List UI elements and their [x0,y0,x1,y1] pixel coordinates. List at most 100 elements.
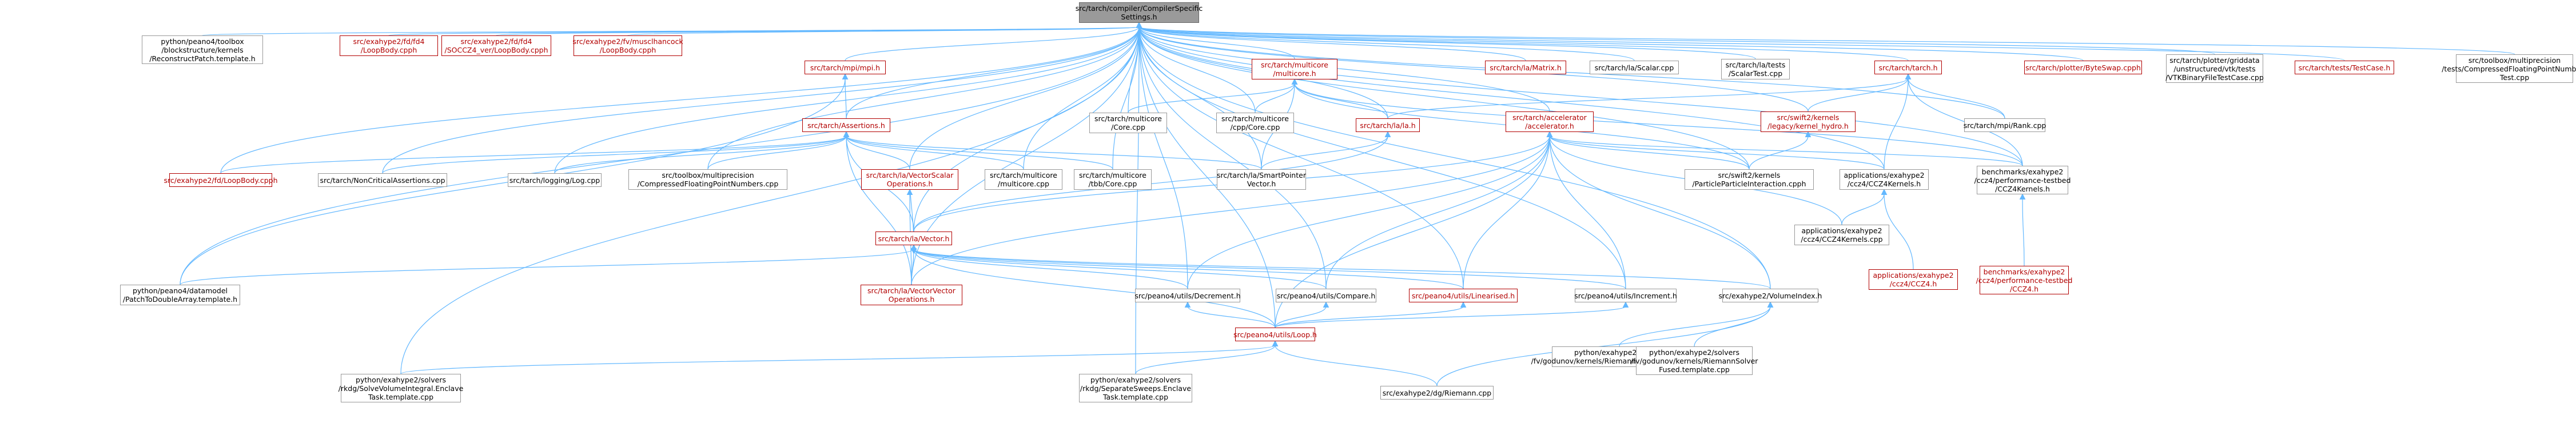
edge-loop-to-vectorh [910,244,1276,328]
graph-node-logcpp[interactable]: src/tarch/logging/Log.cpp [508,173,602,187]
graph-node-rkdgsep[interactable]: python/exahype2/solvers /rkdg/SeparateSw… [1079,374,1192,402]
edge-volumeindex-to-accel [1546,131,1771,289]
graph-node-particle[interactable]: src/swift2/kernels /ParticleParticleInte… [1685,169,1814,190]
edge-compare-to-accel [1325,131,1553,289]
graph-node-increment[interactable]: src/peano4/utils/Increment.h [1574,289,1677,302]
edge-patchdouble-to-root [180,22,1142,285]
edge-multicoreh-to-root [1136,22,1295,59]
edge-rkdgsep-to-loop [1135,340,1279,374]
graph-node-ccz4h[interactable]: applications/exahype2 /ccz4/CCZ4.h [1869,269,1958,290]
graph-node-musclhancock[interactable]: src/exahype2/fv/musclhancock /LoopBody.c… [572,35,683,56]
graph-node-linearised[interactable]: src/peano4/utils/Linearised.h [1409,289,1518,302]
edge-recon-to-root [202,22,1142,36]
edge-noncrit-to-root [382,22,1142,174]
graph-node-benchkh[interactable]: benchmarks/exahype2 /ccz4/performance-te… [1974,166,2071,194]
edge-matrix-to-root [1136,22,1526,61]
graph-node-rank[interactable]: src/tarch/mpi/Rank.cpp [1964,118,2046,132]
graph-node-corecpp[interactable]: src/tarch/multicore /Core.cpp [1089,113,1167,133]
graph-node-patchdouble[interactable]: python/peano4/datamodel /PatchToDoubleAr… [120,285,240,305]
edge-byteswap-to-root [1136,22,2084,61]
graph-node-fd4loop[interactable]: src/exahype2/fd/fd4 /LoopBody.cpph [340,35,438,56]
edge-compfloat-to-root [707,22,1142,170]
graph-node-lah[interactable]: src/tarch/la/la.h [1356,118,1420,132]
graph-node-assertions[interactable]: src/tarch/Assertions.h [802,118,890,132]
edge-vecvec-to-accel [911,131,1553,285]
graph-node-decrement[interactable]: src/peano4/utils/Decrement.h [1134,289,1241,302]
graph-node-recon[interactable]: python/peano4/toolbox /blockstructure/ke… [142,35,263,64]
graph-node-compfloattest[interactable]: src/toolbox/multiprecision /tests/Compre… [2442,54,2576,83]
graph-node-fd4soccz4[interactable]: src/exahype2/fd/fd4 /SOCCZ4_ver/LoopBody… [441,35,551,56]
edge-vecscalar-to-assertions [843,131,910,170]
edge-cppcore-to-multicoreh [1255,78,1298,113]
edge-fd4soccz4-to-root [496,22,1142,36]
edge-compare-to-root [1136,22,1327,289]
graph-node-riemanncpp[interactable]: src/exahype2/dg/Riemann.cpp [1380,386,1494,400]
graph-node-ccz4kh[interactable]: applications/exahype2 /ccz4/CCZ4Kernels.… [1840,169,1929,190]
graph-node-multicoreh[interactable]: src/tarch/multicore /multicore.h [1252,59,1337,79]
graph-node-ccz4kcpp[interactable]: applications/exahype2 /ccz4/CCZ4Kernels.… [1794,225,1889,245]
edge-rank-to-tarchh [1905,73,2005,119]
edge-scalarcpp-to-root [1136,22,1635,61]
edge-linearised-to-root [1136,22,1464,289]
edge-ccz4kcpp-to-ccz4kh [1841,189,1888,225]
edge-lah-to-multicoreh [1291,78,1388,119]
edge-testcase-to-root [1136,22,2345,61]
graph-node-matrix[interactable]: src/tarch/la/Matrix.h [1485,61,1566,74]
edge-cppcore-to-root [1136,22,1256,113]
edge-volumeindex-to-root [1136,22,1771,289]
edge-logcpp-to-assertions [554,131,850,174]
edge-lah-to-tarchh [1387,73,1912,119]
edge-mcmulticore-to-root [1023,22,1142,170]
graph-node-testcase[interactable]: src/tarch/tests/TestCase.h [2295,61,2394,74]
edge-benchccz4h-to-benchkh [2019,193,2026,266]
edge-ccz4kh-to-accel [1546,131,1885,170]
edge-assertions-to-mpih [842,73,849,119]
edge-benchkh-to-root [1136,22,2023,166]
graph-node-tarchh[interactable]: src/tarch/tarch.h [1874,61,1942,74]
edge-patchdouble-to-vectorh [180,244,917,285]
graph-node-loop[interactable]: src/peano4/utils/Loop.h [1233,328,1317,341]
graph-node-mcmulticore[interactable]: src/tarch/multicore /multicore.cpp [985,169,1062,190]
edge-rank-to-root [1136,22,2005,119]
graph-node-smartptr[interactable]: src/tarch/la/SmartPointer Vector.h [1217,169,1306,190]
edge-vtkbinary-to-root [1136,22,2215,55]
graph-node-scalartest[interactable]: src/tarch/la/tests /ScalarTest.cpp [1721,59,1790,79]
edge-loop-to-root [1136,22,1276,328]
graph-node-byteswap[interactable]: src/tarch/plotter/ByteSwap.cpph [2024,61,2142,74]
graph-node-vecscalar[interactable]: src/tarch/la/VectorScalar Operations.h [861,169,958,190]
graph-node-noncrit[interactable]: src/tarch/NonCriticalAssertions.cpp [318,173,447,187]
edge-loop-to-compare [1275,301,1329,328]
graph-node-hydro[interactable]: src/swift2/kernels /legacy/kernel_hydro.… [1761,111,1856,132]
graph-node-root[interactable]: src/tarch/compiler/CompilerSpecific Sett… [1076,2,1203,23]
graph-node-fdloop[interactable]: src/exahype2/fd/LoopBody.cpph [164,173,278,187]
graph-node-vectorh[interactable]: src/tarch/la/Vector.h [875,232,952,245]
edge-benchkh-to-multicoreh [1291,78,2023,166]
graph-node-rkdgsolve[interactable]: python/exahype2/solvers /rkdg/SolveVolum… [339,374,463,402]
graph-node-mpih[interactable]: src/tarch/mpi/mpi.h [805,61,886,74]
graph-node-scalarcpp[interactable]: src/tarch/la/Scalar.cpp [1590,61,1679,74]
edge-compare-to-vectorh [910,244,1327,289]
edge-smartptr-to-assertions [843,131,1262,170]
edge-ccz4kh-to-tarchh [1884,73,1912,170]
graph-node-benchccz4h[interactable]: benchmarks/exahype2 /ccz4/performance-te… [1976,266,2072,294]
edge-riemannsolver-to-volumeindex [1619,301,1774,347]
graph-node-accel[interactable]: src/tarch/accelerator /accelerator.h [1506,111,1594,132]
edge-compfloattest-to-root [1136,22,2515,55]
graph-node-vtkbinary[interactable]: src/tarch/plotter/griddata /unstructured… [2165,54,2264,83]
graph-node-vecvec[interactable]: src/tarch/la/VectorVector Operations.h [861,285,962,305]
edge-rkdgsep-to-root [1135,22,1142,374]
graph-node-compare[interactable]: src/peano4/utils/Compare.h [1276,289,1376,302]
edge-loop-to-decrement [1184,301,1276,328]
edge-increment-to-accel [1546,131,1626,289]
edge-vectorh-to-root [913,22,1142,232]
graph-node-compfloat[interactable]: src/toolbox/multiprecision /CompressedFl… [628,169,787,190]
edge-compfloat-to-assertions [707,131,850,170]
edge-decrement-to-vectorh [910,244,1188,289]
edge-fdloop-to-root [220,22,1142,174]
graph-node-cppcore[interactable]: src/tarch/multicore /cpp/Core.cpp [1216,113,1294,133]
graph-node-volumeindex[interactable]: src/exahype2/VolumeIndex.h [1719,289,1822,302]
edge-mpih-to-root [845,22,1142,61]
edge-particle-to-accel [1546,131,1750,170]
graph-node-riemannfused[interactable]: python/exahype2/solvers /fv/godunov/kern… [1631,346,1758,375]
graph-node-tbbcore[interactable]: src/tarch/multicore /tbb/Core.cpp [1074,169,1152,190]
